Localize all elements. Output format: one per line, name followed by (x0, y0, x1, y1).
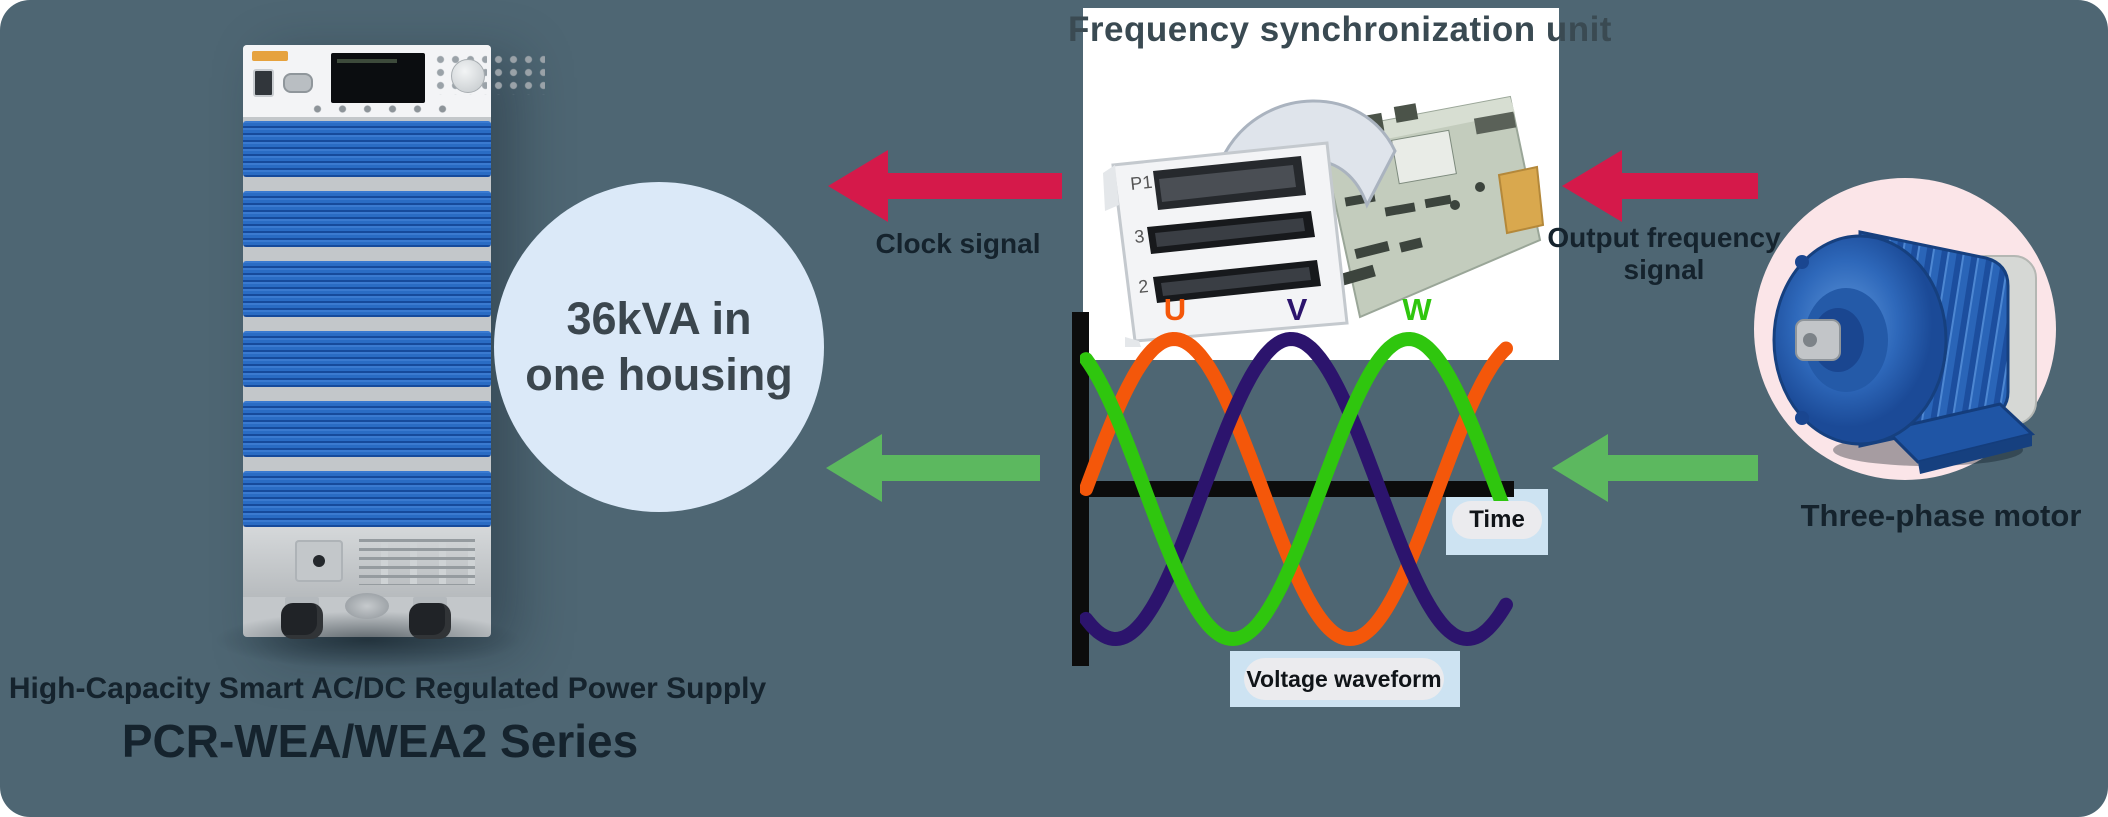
sync-unit-board-image: P1 3 2 (1103, 95, 1545, 347)
output-frequency-arrow (1562, 150, 1758, 222)
tower-control-panel (243, 45, 545, 117)
wave-V (1080, 331, 1513, 647)
keypad-buttons-2 (491, 53, 545, 95)
power-supply-tower-image (213, 45, 545, 669)
clock-signal-label: Clock signal (875, 228, 1041, 259)
heatsink-module (243, 401, 491, 457)
panel-screws (305, 103, 455, 115)
tower-shadow (213, 611, 523, 669)
phase-w-label: W (1402, 292, 1432, 327)
usb-port-icon (253, 69, 274, 97)
wave-W (1080, 331, 1513, 647)
brand-logo (252, 51, 288, 61)
tower-base-unit (243, 527, 491, 597)
time-axis (1080, 481, 1514, 497)
three-phase-motor-image (1772, 230, 2037, 474)
svg-text:3: 3 (1133, 226, 1145, 247)
center-foot (345, 593, 389, 619)
svg-text:P1: P1 (1129, 172, 1153, 194)
capacity-highlight-circle: 36kVA in one housing (494, 182, 824, 512)
caster-wheel (279, 597, 325, 639)
capacity-line2: one housing (525, 349, 793, 400)
rotary-knob (451, 59, 485, 93)
motor-label: Three-phase motor (1800, 498, 2082, 533)
display-text-glow (337, 59, 397, 63)
motor-to-waveform-arrow (1552, 434, 1758, 502)
connector-icon (283, 73, 313, 93)
output-frequency-line2: signal (1623, 254, 1705, 286)
output-frequency-line1: Output frequency (1547, 222, 1781, 253)
caster-wheel (407, 597, 453, 639)
heatsink-module (243, 191, 491, 247)
heatsink-module (243, 471, 491, 527)
heatsink-module (243, 121, 491, 177)
capacity-line1: 36kVA in (566, 292, 752, 344)
vent-grille (359, 539, 475, 585)
clock-signal-arrow (828, 150, 1062, 222)
series-name: PCR-WEA/WEA2 Series (121, 715, 639, 767)
power-switch (295, 540, 343, 582)
wave-U (1080, 331, 1513, 647)
svg-text:2: 2 (1137, 276, 1149, 297)
diagram-title: Frequency synchronization unit (1068, 10, 1612, 49)
phase-u-label: U (1163, 292, 1187, 327)
heatsink-module (243, 261, 491, 317)
front-display (331, 53, 425, 103)
heatsink-module (243, 331, 491, 387)
output-frequency-label: Output frequency signal (1532, 222, 1796, 286)
product-caption: High-Capacity Smart AC/DC Regulated Powe… (8, 672, 767, 705)
three-phase-waveform-chart (1080, 331, 1513, 647)
time-axis-label: Time (1452, 501, 1542, 539)
phase-v-label: V (1286, 292, 1308, 327)
waveform-to-supply-arrow (826, 434, 1040, 502)
voltage-waveform-label: Voltage waveform (1244, 658, 1444, 700)
